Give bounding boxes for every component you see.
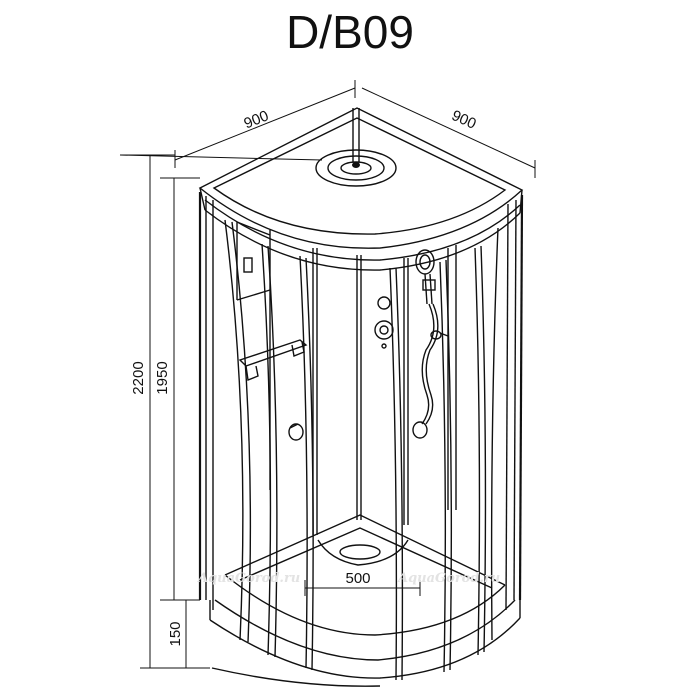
drain-width-label: 500 <box>345 570 370 587</box>
door-handle-left-icon <box>288 423 304 441</box>
wall-speaker-icon <box>243 257 253 273</box>
width-left-label: 900 <box>242 107 272 132</box>
total-height-label: 2200 <box>130 361 147 394</box>
front-frame <box>198 192 524 681</box>
shelf-icon <box>238 339 308 381</box>
width-dimension-lines <box>174 80 536 178</box>
tray-height-label: 150 <box>167 621 184 646</box>
ceiling-speaker-icon <box>315 149 397 187</box>
mixer-controls-icon <box>374 296 394 349</box>
model-title: D/B09 <box>286 6 414 58</box>
cabin-height-label: 1950 <box>154 361 171 394</box>
drain-dimension-line <box>304 580 421 596</box>
hand-shower-icon <box>412 249 449 439</box>
height-dimension-lines <box>120 154 210 669</box>
width-right-label: 900 <box>449 107 479 133</box>
watermark-right: AquaGorod.ru <box>396 571 500 586</box>
watermark-left: AquaGorod.ru <box>196 571 300 586</box>
shower-tray <box>209 514 521 687</box>
cabin-roof <box>198 107 524 271</box>
